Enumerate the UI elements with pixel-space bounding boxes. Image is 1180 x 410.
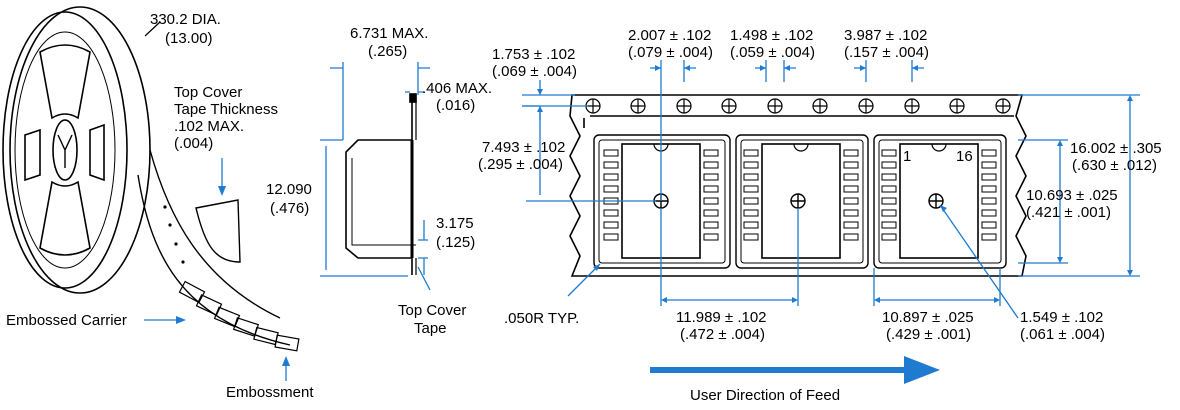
pocket-profile <box>345 93 417 275</box>
reel-graphic <box>2 6 300 352</box>
sprocket-hole <box>949 98 965 114</box>
dim-pocket-length-in: (.421 ± .001) <box>1026 204 1111 221</box>
pocket-3 <box>873 134 1007 269</box>
pin-16-label: 16 <box>956 148 973 165</box>
sprocket-hole <box>585 98 601 114</box>
dim-pocket-width: 10.897 ± .025 <box>882 309 974 326</box>
sprocket-hole <box>676 98 692 114</box>
dim-hole-center-in: (.079 ± .004) <box>628 44 713 61</box>
profile-height: 12.090 <box>266 181 312 198</box>
ic-pins-right <box>703 149 719 241</box>
cover-tape-thickness-1: Top Cover <box>174 84 242 101</box>
reel-window-top <box>39 44 91 120</box>
ic-pins-right <box>843 149 859 241</box>
sprocket-hole <box>904 98 920 114</box>
profile-max-width-in: (.265) <box>368 43 407 60</box>
dim-pocket-pitch: 11.989 ± .102 <box>676 309 767 326</box>
carrier-tape-edge-2 <box>137 174 291 346</box>
reel-window-right <box>89 123 105 182</box>
ic-pins-left <box>881 149 897 241</box>
dim-pocket-pitch-in: (.472 ± .004) <box>680 326 765 343</box>
profile-cover-tape-1: Top Cover <box>398 302 466 319</box>
sprocket-hole <box>812 98 828 114</box>
feed-direction-arrow <box>650 356 940 384</box>
reel-front-flange <box>2 11 128 289</box>
ic-pins-right <box>981 149 997 241</box>
reel-window-bottom <box>39 180 91 256</box>
reel-window-left <box>24 128 41 182</box>
dim-hole-dia: 1.498 ± .102 <box>730 27 813 44</box>
dim-hole-center: 2.007 ± .102 <box>628 27 711 44</box>
embossed-carrier-label: Embossed Carrier <box>6 312 127 329</box>
dim-hole-dia-in: (.059 ± .004) <box>730 44 815 61</box>
dim-tape-width-in: (.630 ± .012) <box>1072 157 1157 174</box>
profile-depth: 3.175 <box>436 215 474 232</box>
sprocket-holes <box>585 98 1011 114</box>
profile-height-in: (.476) <box>270 200 309 217</box>
dim-pocket-width-in: (.429 ± .001) <box>886 326 971 343</box>
sprocket-hole <box>767 98 783 114</box>
dim-pocket-center-in: (.295 ± .004) <box>478 156 563 173</box>
pocket-2 <box>735 134 869 269</box>
pocket-hole <box>928 193 944 209</box>
reel-diameter-in-label: (13.00) <box>165 30 213 47</box>
reel-hub <box>52 119 78 181</box>
carrier-tape-edge-1 <box>149 149 281 319</box>
profile-dimension-lines <box>320 62 430 277</box>
dim-pocket-center: 7.493 ± .102 <box>482 139 565 156</box>
ic-pins-left <box>743 149 759 241</box>
reel-back-flange <box>9 6 151 294</box>
dim-hole-pitch: 3.987 ± .102 <box>844 27 927 44</box>
sprocket-hole <box>858 98 874 114</box>
pin-1-label: 1 <box>903 148 911 165</box>
tape-dimension-lines <box>522 60 1140 319</box>
reel-diameter-label: 330.2 DIA. <box>150 11 221 28</box>
dim-pocket-hole: 1.549 ± .102 <box>1020 309 1103 326</box>
reel-diameter-leader <box>144 21 161 37</box>
sprocket-hole <box>721 98 737 114</box>
radius-label: .050R TYP. <box>504 310 579 327</box>
cover-tape-strip <box>195 199 241 263</box>
pocket-hole <box>790 193 806 209</box>
carrier-pockets <box>178 280 300 352</box>
sprocket-hole <box>630 98 646 114</box>
dim-tape-width: 16.002 ± .305 <box>1070 140 1162 157</box>
profile-depth-in: (.125) <box>436 234 475 251</box>
ic-pins-left <box>603 149 619 241</box>
dim-hole-pitch-in: (.157 ± .004) <box>844 44 929 61</box>
profile-tape-max-in: (.016) <box>436 97 475 114</box>
sprocket-hole <box>995 98 1011 114</box>
profile-max-width: 6.731 MAX. <box>350 25 428 42</box>
dim-pocket-hole-in: (.061 ± .004) <box>1020 326 1105 343</box>
embossment-label: Embossment <box>226 384 314 401</box>
cover-tape-thickness-3: .102 MAX. <box>174 118 244 135</box>
sprocket-holes-reel <box>163 205 185 264</box>
profile-tape-max: .406 MAX. <box>422 80 492 97</box>
dim-pocket-length: 10.693 ± .025 <box>1026 187 1118 204</box>
dim-hole-edge-in: (.069 ± .004) <box>492 63 577 80</box>
feed-direction-label: User Direction of Feed <box>690 387 840 404</box>
dimension-arrowheads <box>537 65 1133 303</box>
cover-tape-thickness-4: (.004) <box>174 135 213 152</box>
profile-cover-tape-2: Tape <box>414 320 447 337</box>
dim-hole-edge: 1.753 ± .102 <box>492 46 575 63</box>
cover-tape-thickness-2: Tape Thickness <box>174 101 278 118</box>
profile-cover-tape-leader <box>417 266 431 291</box>
